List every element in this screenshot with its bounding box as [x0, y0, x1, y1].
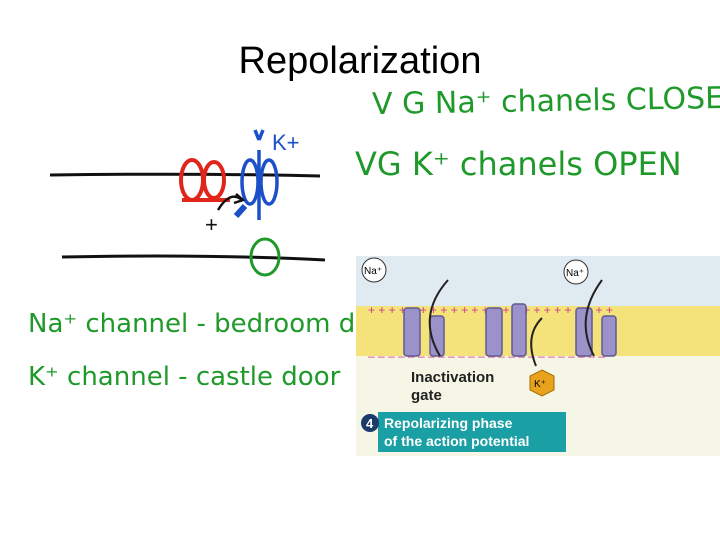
note-k-castle: K⁺ channel - castle door [28, 362, 341, 392]
plus-sign: + [205, 212, 218, 237]
k-plus-label: K+ [272, 130, 300, 155]
caption-box [378, 412, 566, 452]
na-ion-2: Na⁺ [563, 259, 589, 285]
svg-text:K⁺: K⁺ [534, 379, 546, 390]
repolarizing-figure: + + + + + + + + + + + + + + + + + + + + … [356, 256, 720, 456]
potassium-channel-sketch [233, 129, 279, 220]
k-channel-circle [249, 237, 281, 277]
note-na-close: V G Na⁺ chanels CLOSE [371, 80, 720, 123]
caption-line-1: Repolarizing phase [384, 415, 513, 431]
note-k-open: VG K⁺ chanels OPEN [355, 145, 682, 183]
step-number: 4 [366, 416, 374, 431]
note-na-bedroom: Na⁺ channel - bedroom door [28, 309, 353, 339]
svg-text:Na⁺: Na⁺ [566, 268, 584, 279]
k-ion: K⁺ [529, 369, 555, 397]
svg-text:Na⁺: Na⁺ [364, 266, 382, 277]
inactivation-gate-label: Inactivation [411, 369, 494, 386]
na-ion-1: Na⁺ [361, 257, 387, 283]
membrane-sketch: K+ + [49, 129, 326, 277]
slide-title: Repolarization [238, 40, 482, 82]
gate-label: gate [411, 387, 442, 404]
caption-line-2: of the action potential [384, 433, 529, 449]
channel-proteins [403, 303, 617, 357]
sodium-channel-sketch [179, 158, 230, 202]
